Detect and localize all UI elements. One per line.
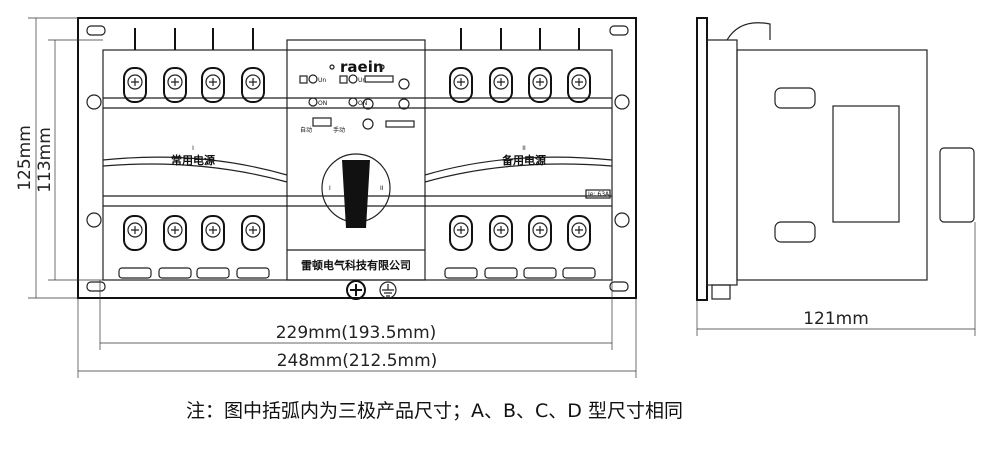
terminal-screw — [201, 67, 225, 103]
svg-text:ON: ON — [318, 100, 327, 107]
rotary-handle[interactable] — [342, 160, 370, 228]
svg-text:Un: Un — [358, 77, 366, 84]
svg-text:备用电源: 备用电源 — [501, 153, 546, 167]
svg-text:I: I — [192, 145, 194, 152]
terminal-screw — [241, 67, 265, 103]
terminal-screw — [201, 215, 225, 251]
svg-text:II: II — [380, 185, 384, 192]
terminal-screw — [449, 67, 473, 103]
svg-text:I: I — [329, 185, 331, 192]
auto-manual-switch[interactable] — [312, 117, 332, 127]
terminal-screw — [489, 215, 513, 251]
ground-screw — [346, 280, 366, 300]
side-handle — [939, 147, 975, 223]
svg-text:229mm(193.5mm): 229mm(193.5mm) — [276, 323, 437, 343]
terminal-screw — [449, 215, 473, 251]
terminal-screw — [489, 67, 513, 103]
dimension-lines: 125mm 113mm 229mm(193.5mm) 248mm(212.5mm… — [15, 17, 976, 378]
terminal-screw — [567, 215, 591, 251]
footnote: 注：图中括弧内为三极产品尺寸；A、B、C、D 型尺寸相同 — [186, 400, 683, 422]
svg-text:手动: 手动 — [333, 126, 345, 134]
terminal-screw — [123, 67, 147, 103]
svg-text:Un: Un — [318, 77, 326, 84]
svg-text:121mm: 121mm — [803, 309, 869, 329]
terminal-screw — [241, 215, 265, 251]
ground-icon — [379, 281, 397, 299]
terminal-screw — [567, 67, 591, 103]
side-view — [696, 17, 975, 301]
svg-text:113mm: 113mm — [35, 127, 55, 193]
svg-text:常用电源: 常用电源 — [171, 153, 215, 167]
terminal-screw — [163, 67, 187, 103]
svg-text:125mm: 125mm — [15, 125, 35, 191]
front-view: I II raein Un Un ON ON 自动 手动 常用电源 I 备用电源… — [77, 17, 637, 300]
terminal-screw — [528, 67, 552, 103]
svg-text:自动: 自动 — [300, 126, 312, 134]
brand-logo: raein — [340, 58, 384, 76]
svg-text:雷顿电气科技有限公司: 雷顿电气科技有限公司 — [301, 258, 411, 272]
svg-text:II: II — [522, 145, 526, 152]
terminal-screw — [123, 215, 147, 251]
svg-text:248mm(212.5mm): 248mm(212.5mm) — [277, 351, 438, 371]
svg-text:Ie: 63A: Ie: 63A — [588, 191, 610, 198]
terminal-screw — [163, 215, 187, 251]
terminal-screw — [528, 215, 552, 251]
